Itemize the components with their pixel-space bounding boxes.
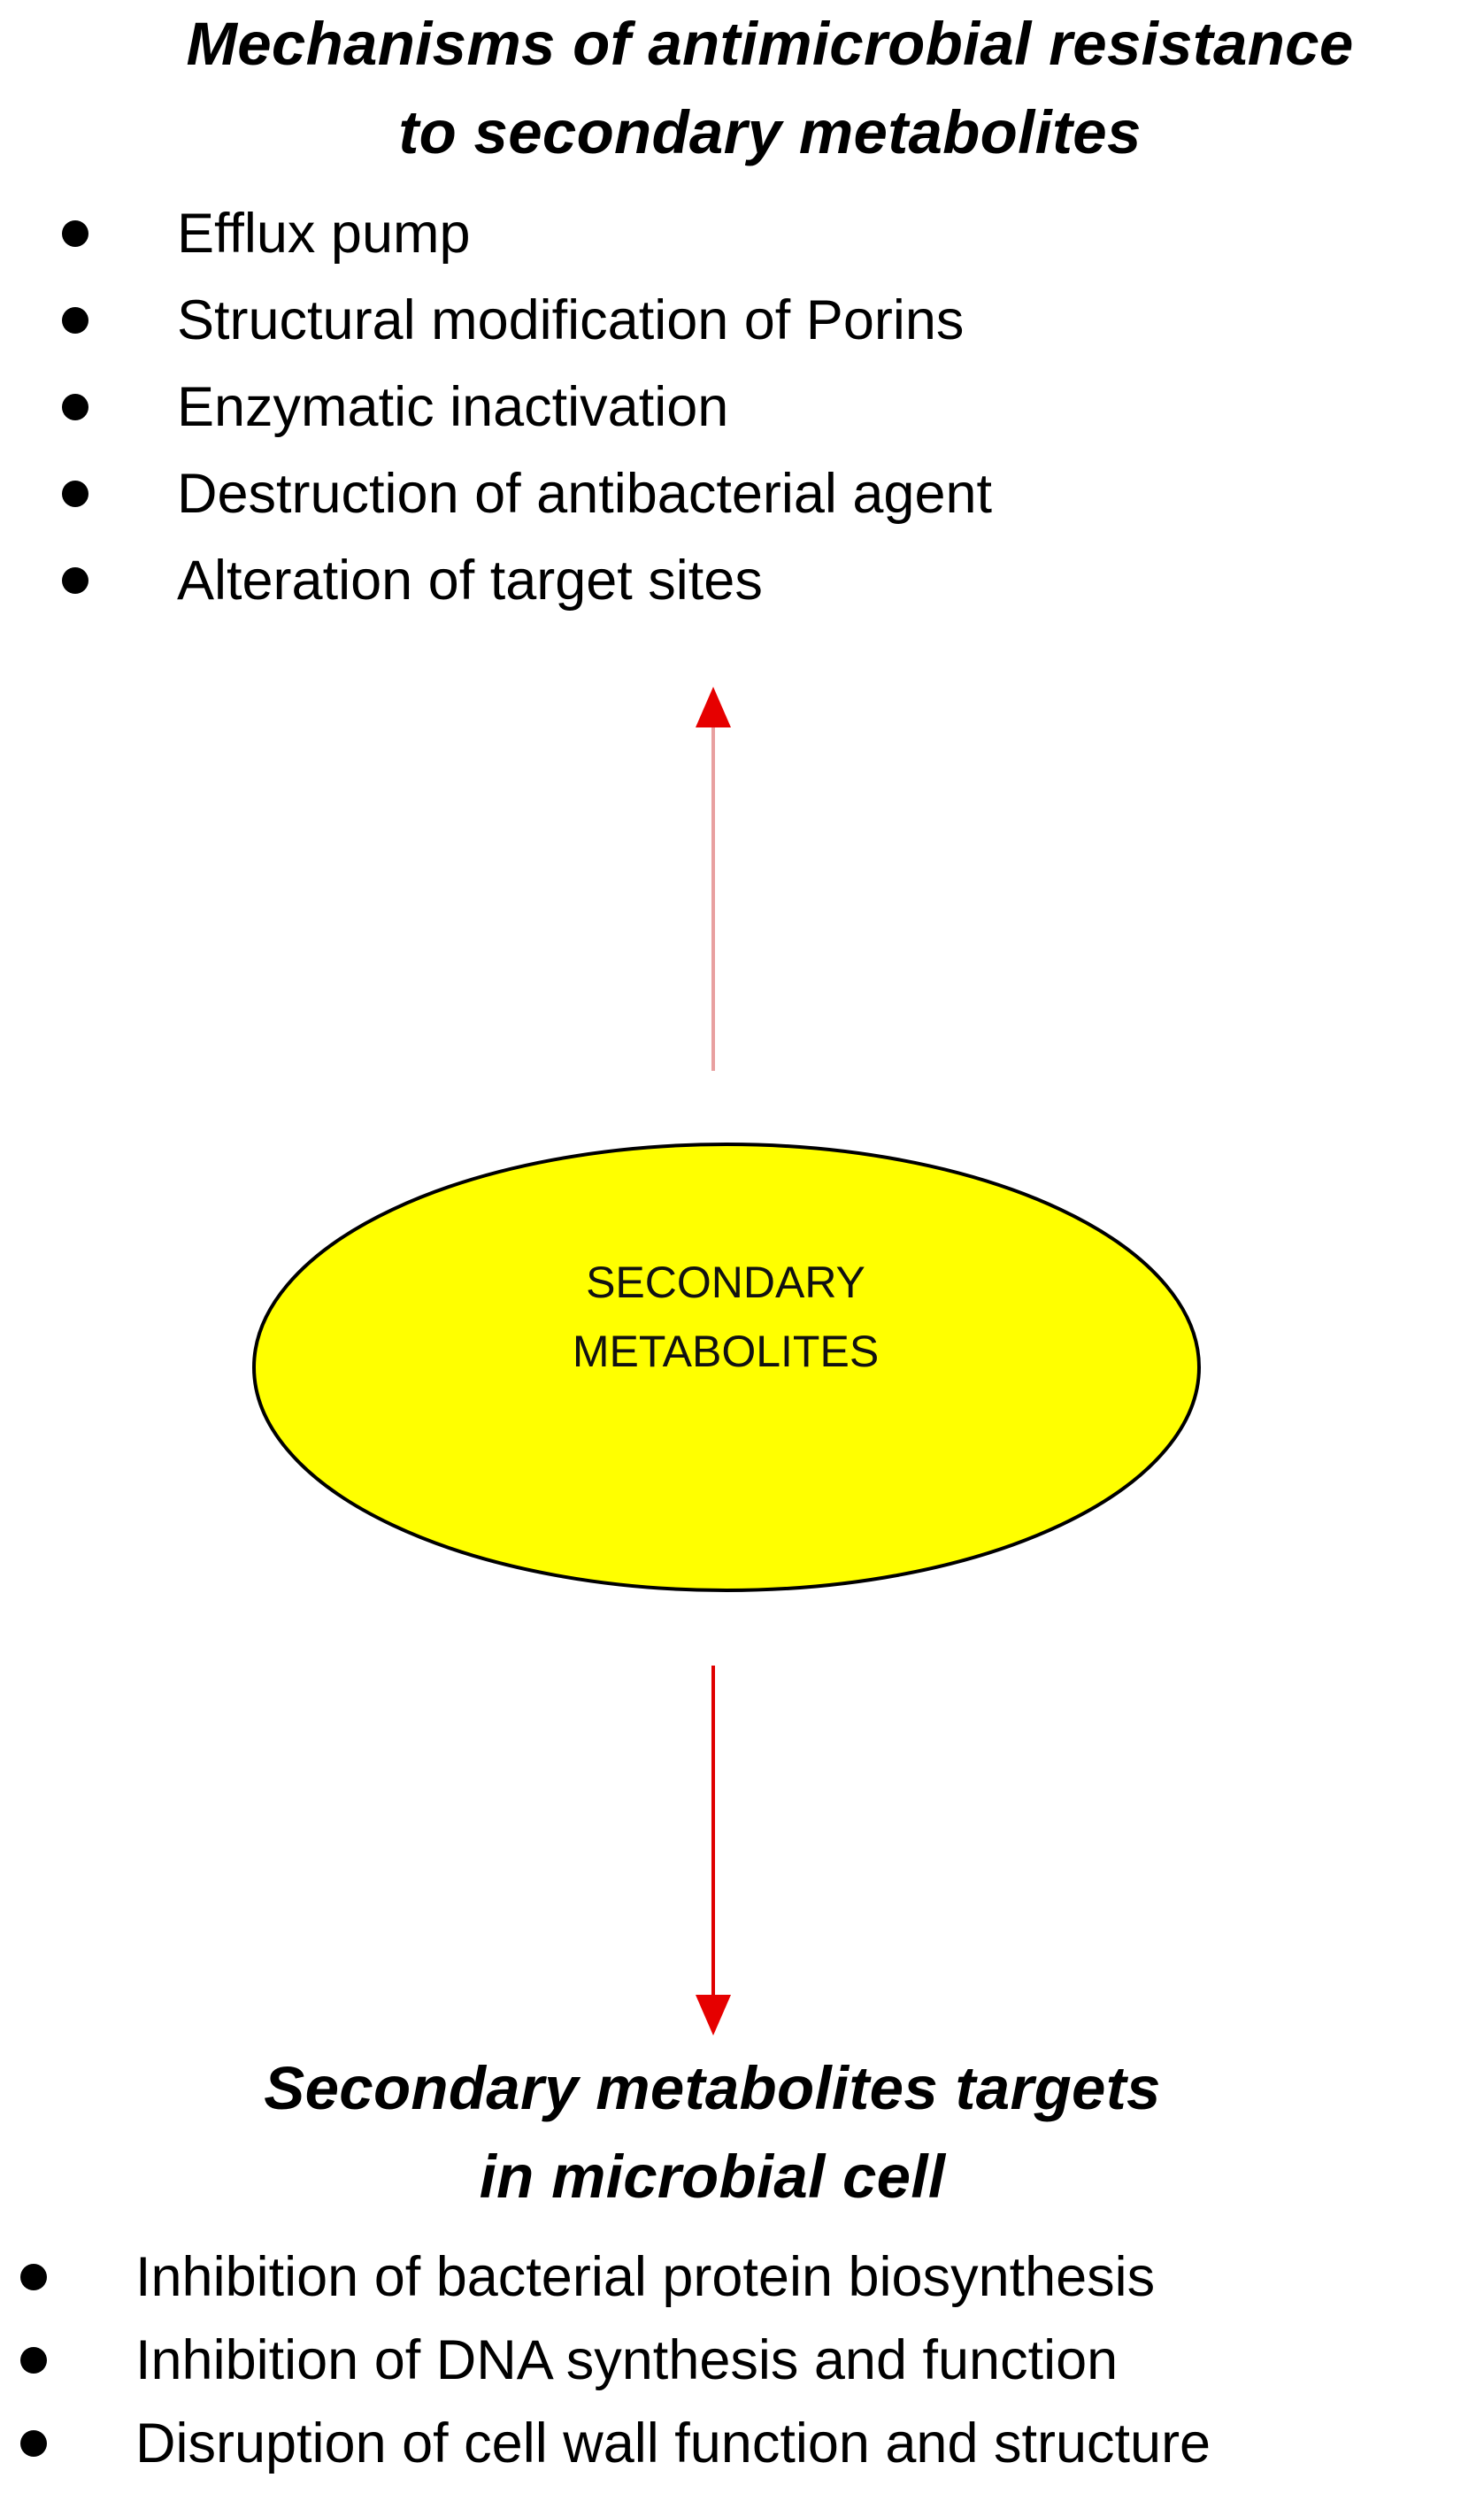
list-item-text: Inhibition of DNA synthesis and function — [135, 2329, 1119, 2391]
list-item-text: Disruption of cell wall function and str… — [135, 2413, 1211, 2474]
list-item-text: Alteration of target sites — [177, 550, 763, 612]
bullet-dot-icon — [20, 2347, 47, 2374]
list-item: Destruction of antibacterial agent — [62, 450, 993, 537]
targets-heading-line-1: Secondary metabolites targets — [264, 2054, 1161, 2122]
list-item-text: Inhibition of bacterial protein biosynth… — [135, 2246, 1156, 2308]
bullet-dot-icon — [20, 2264, 47, 2290]
list-item: Efflux pump — [62, 190, 992, 277]
targets-heading-line-2: in microbial cell — [479, 2143, 946, 2211]
bullet-dot-icon — [62, 307, 88, 334]
center-label-line-2: METABOLITES — [572, 1327, 880, 1376]
list-item-text: Structural modification of Porins — [177, 289, 965, 351]
list-item: Inhibition of bacterial protein biosynth… — [20, 2236, 1211, 2319]
list-item: Disruption of cell wall function and str… — [20, 2402, 1211, 2485]
center-node-label: SECONDARY METABOLITES — [469, 1248, 982, 1386]
list-item-text: Enzymatic inactivation — [177, 376, 729, 438]
list-item-text: Efflux pump — [177, 203, 471, 265]
center-label-line-1: SECONDARY — [586, 1258, 865, 1307]
metabolite-targets-heading: Secondary metabolites targets in microbi… — [142, 2044, 1283, 2221]
list-item-text: Destruction of antibacterial agent — [177, 463, 993, 525]
bullet-dot-icon — [62, 481, 88, 507]
bullet-dot-icon — [20, 2430, 47, 2457]
list-item: Enzymatic inactivation — [62, 364, 992, 450]
resistance-heading-line-2: to secondary metabolites — [398, 98, 1142, 166]
list-item: Alteration of target sites — [62, 537, 992, 624]
metabolite-targets-list: Inhibition of bacterial protein biosynth… — [20, 2236, 1211, 2485]
resistance-mechanisms-heading: Mechanisms of antimicrobial resistance t… — [177, 0, 1363, 177]
bullet-dot-icon — [62, 220, 88, 247]
list-item: Structural modification of Porins — [62, 277, 992, 364]
up-arrow-head — [696, 687, 731, 727]
resistance-heading-line-1: Mechanisms of antimicrobial resistance — [186, 10, 1354, 78]
down-arrow-head — [696, 1995, 731, 2035]
resistance-mechanisms-list: Efflux pump Structural modification of P… — [62, 190, 993, 624]
list-item: Inhibition of DNA synthesis and function — [20, 2319, 1211, 2402]
bullet-dot-icon — [62, 394, 88, 420]
bullet-dot-icon — [62, 567, 88, 594]
